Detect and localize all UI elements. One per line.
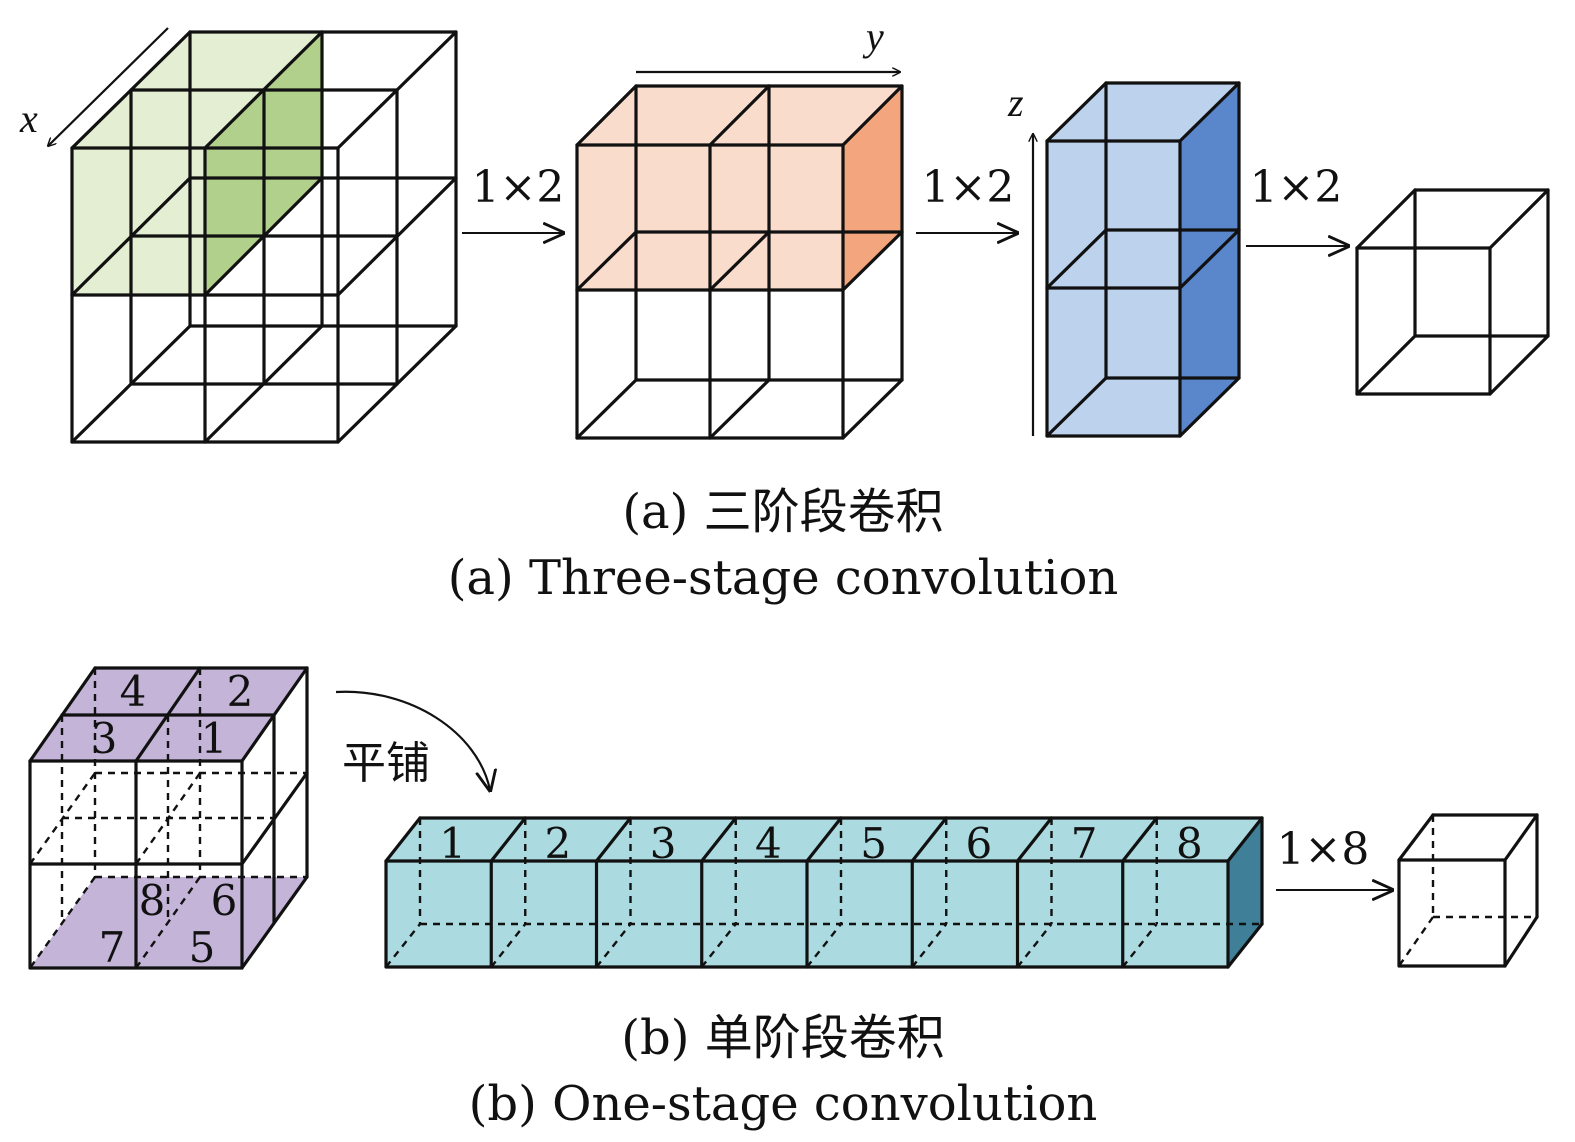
strip-back-depth-edge [1121, 923, 1158, 968]
strip-cell-number: 7 [1071, 819, 1098, 868]
strip-top-depth-edge [910, 816, 948, 863]
green-slab-front [72, 148, 205, 295]
strip-cell-number: 6 [966, 819, 993, 868]
caption-a-cn: (a) 三阶段卷积 [622, 484, 943, 540]
cube-b-2x1x2 [575, 84, 904, 440]
strip-top-depth-edge [1121, 816, 1159, 863]
strip-cell-number: 2 [545, 819, 572, 868]
strip-cell-number: 5 [860, 819, 887, 868]
caption-b-cn: (b) 单阶段卷积 [621, 1010, 944, 1066]
strip-cell-number: 3 [650, 819, 677, 868]
caption-a-en: (a) Three-stage convolution [448, 550, 1119, 606]
strip-top-depth-edge [1015, 816, 1054, 863]
strip-back-depth-edge [806, 923, 842, 968]
op-arrow-1: 1×2 [462, 162, 564, 233]
strip-cell-number: 1 [439, 819, 466, 868]
cube-number: 8 [139, 876, 166, 925]
blue-top [1047, 83, 1239, 141]
strip-back-depth-edge [1016, 923, 1053, 968]
cube-number: 7 [99, 923, 126, 972]
strip-cell-number: 8 [1176, 819, 1203, 868]
x-axis-arrow: x [19, 27, 169, 146]
tiling-arrow: 平铺 [335, 690, 490, 790]
strip-back-depth-edge [911, 923, 948, 968]
z-axis-label: z [1007, 80, 1024, 125]
cube-a-3x2x2 [70, 30, 458, 444]
strip-top-depth-edge [1226, 816, 1264, 863]
salmon-side [843, 86, 902, 290]
z-axis-arrow: z [1007, 80, 1033, 436]
tiled-strip: 1 2 3 4 5 6 7 8 [384, 816, 1264, 969]
cube-c-1x1x2 [1045, 81, 1241, 438]
op-label-2: 1×2 [922, 162, 1015, 213]
cube-b-input-2x2x2: 4 2 3 1 8 6 7 5 [28, 666, 309, 972]
cube-number: 5 [189, 923, 216, 972]
op-label-1: 1×2 [472, 162, 565, 213]
cube-number: 3 [91, 714, 118, 763]
cube-number: 1 [201, 714, 228, 763]
op-arrow-3: 1×2 [1246, 162, 1348, 246]
tiling-label: 平铺 [342, 738, 430, 789]
output-cube-a [1355, 188, 1550, 396]
x-axis-label: x [19, 96, 38, 141]
strip-back-depth-edge [490, 923, 527, 968]
op-arrow-b: 1×8 [1276, 824, 1392, 890]
strip-back-depth-edge [595, 923, 632, 968]
cube-number: 6 [211, 876, 238, 925]
cube-number: 2 [227, 667, 254, 716]
strip-top-depth-edge [489, 816, 527, 863]
op-label-3: 1×2 [1250, 162, 1343, 213]
strip-top-depth-edge [594, 816, 633, 863]
y-axis-label: y [862, 14, 884, 59]
caption-b-en: (b) One-stage convolution [469, 1076, 1098, 1132]
strip-back-depth-edge [385, 923, 421, 968]
strip-top-depth-edge [805, 816, 843, 863]
strip-top-depth-edge [384, 816, 422, 863]
op-arrow-2: 1×2 [916, 162, 1017, 233]
op-label-b: 1×8 [1277, 824, 1370, 875]
strip-top-depth-edge [700, 816, 738, 863]
strip-back-depth-edge [700, 923, 737, 968]
strip-side-bottom-edge [1226, 922, 1264, 969]
output-cube-b [1397, 813, 1539, 968]
strip-cells: 1 2 3 4 5 6 7 8 [384, 816, 1264, 969]
cube-number: 4 [120, 667, 147, 716]
y-axis-arrow: y [636, 14, 900, 72]
strip-side [1228, 818, 1262, 967]
strip-cell-number: 4 [755, 819, 782, 868]
